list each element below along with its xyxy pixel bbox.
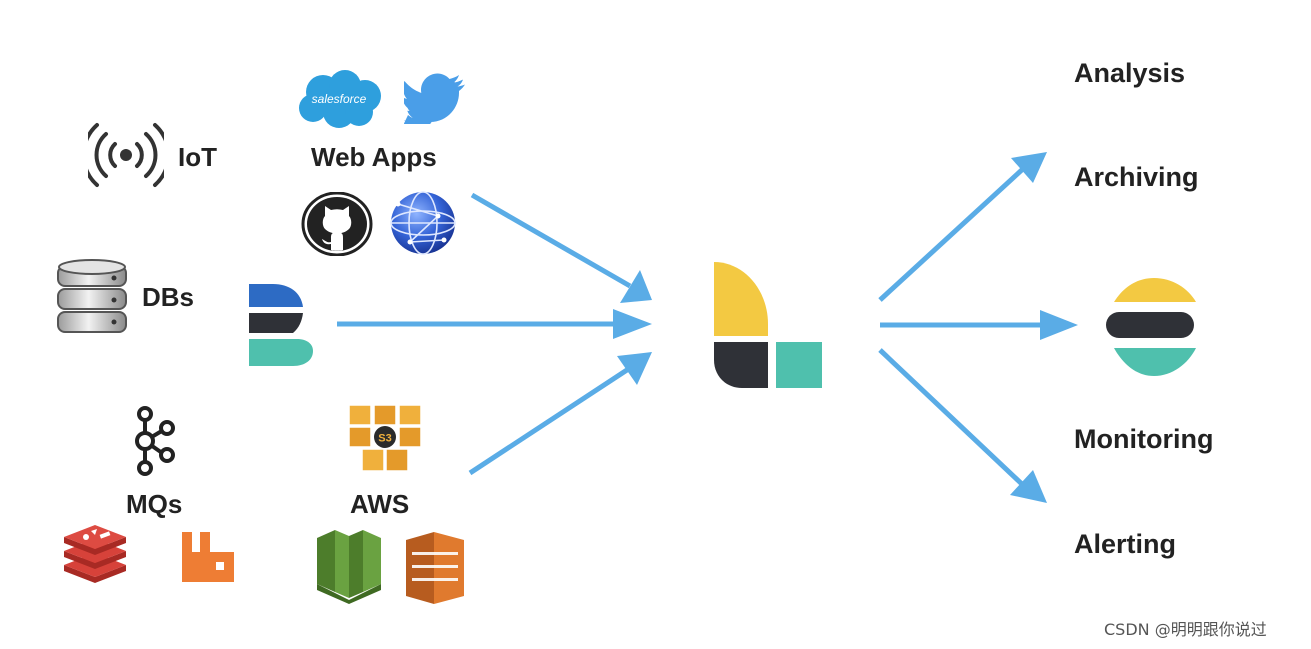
label-aws: AWS bbox=[350, 489, 410, 519]
label-monitoring: Monitoring bbox=[1074, 424, 1214, 454]
redis-icon bbox=[64, 525, 126, 583]
label-analysis: Analysis bbox=[1074, 58, 1186, 88]
iot-icon bbox=[88, 123, 164, 187]
label-archiving: Archiving bbox=[1074, 162, 1199, 192]
arrow-web-apps bbox=[470, 192, 652, 303]
label-mqs: MQs bbox=[126, 489, 183, 519]
arrow-elasticsearch bbox=[880, 310, 1078, 340]
arrow-aws bbox=[468, 352, 652, 476]
label-iot: IoT bbox=[178, 142, 217, 172]
database-icon bbox=[57, 259, 127, 333]
arrow-alerting bbox=[878, 348, 1047, 503]
aws-s3-icon: S3 bbox=[348, 404, 422, 472]
arrow-archiving bbox=[878, 152, 1047, 302]
label-alerting: Alerting bbox=[1074, 529, 1177, 559]
salesforce-logo-text: salesforce bbox=[312, 92, 367, 106]
aws-green-icon bbox=[317, 530, 381, 604]
watermark: CSDN @明明跟你说过 bbox=[1104, 620, 1267, 639]
rabbitmq-icon bbox=[182, 532, 234, 582]
kibana-logo-icon bbox=[714, 262, 822, 388]
github-icon bbox=[301, 192, 373, 256]
aws-orange-icon bbox=[406, 532, 464, 604]
salesforce-icon: salesforce bbox=[299, 70, 381, 128]
label-dbs: DBs bbox=[142, 282, 195, 312]
globe-icon bbox=[390, 191, 456, 255]
twitter-icon bbox=[404, 73, 465, 124]
label-web-apps: Web Apps bbox=[311, 142, 437, 172]
elasticsearch-logo-icon bbox=[1106, 278, 1196, 376]
kafka-icon bbox=[135, 406, 175, 476]
beats-icon bbox=[249, 284, 313, 366]
s3-badge-text: S3 bbox=[378, 433, 391, 445]
arrow-beats bbox=[337, 309, 652, 339]
